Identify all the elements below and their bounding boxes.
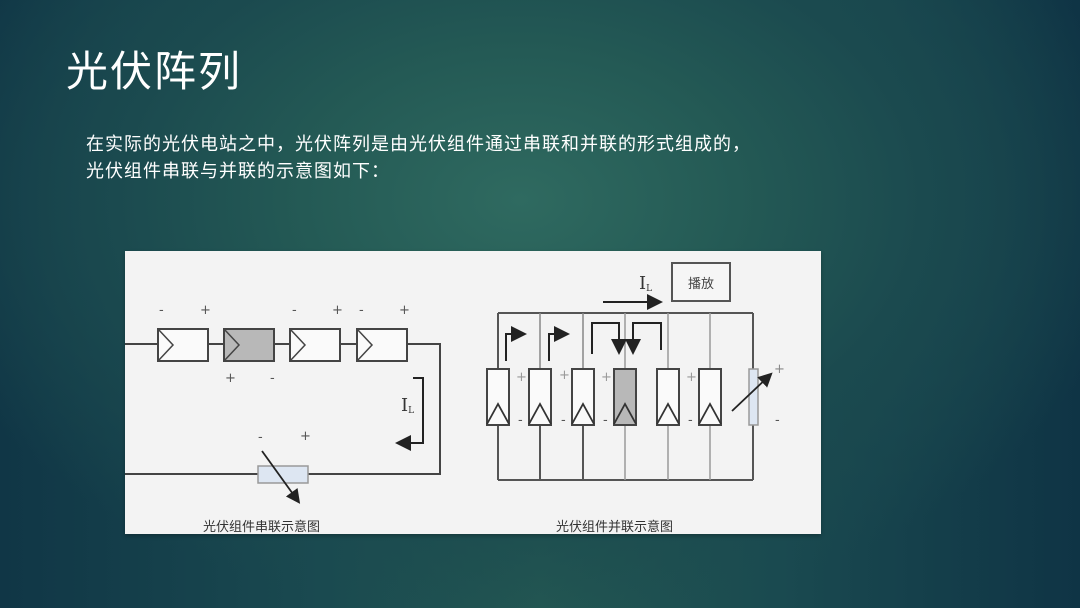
series-caption: 光伏组件串联示意图 xyxy=(203,520,321,535)
parallel-minus-5: - xyxy=(688,413,693,428)
parallel-minus-1: - xyxy=(518,413,523,428)
parallel-circuit xyxy=(486,294,773,481)
paragraph-line-1: 在实际的光伏电站之中，光伏阵列是由光伏组件通过串联和并联的形式组成的， xyxy=(86,134,751,155)
parallel-plus-3: + xyxy=(601,370,612,385)
series-module2-plus: + xyxy=(225,371,236,386)
parallel-minus-3: - xyxy=(603,413,608,428)
series-module3-minus: - xyxy=(292,303,297,318)
parallel-plus-2: + xyxy=(559,368,570,383)
series-circuit xyxy=(125,328,441,504)
series-module4-minus: - xyxy=(359,303,364,318)
paragraph-line-2: 光伏组件串联与并联的示意图如下： xyxy=(86,161,390,182)
series-module1-plus: + xyxy=(200,303,211,318)
parallel-load-minus: - xyxy=(775,413,780,428)
pv-array-diagram: - + + - - + - + - + IL 光伏组件串联示意图 播放 IL +… xyxy=(125,251,821,535)
parallel-plus-5: + xyxy=(686,370,697,385)
parallel-minus-2: - xyxy=(561,413,566,428)
parallel-current-label: IL xyxy=(639,273,653,294)
circuit-diagram-svg xyxy=(125,294,773,504)
parallel-caption: 光伏组件并联示意图 xyxy=(556,520,674,535)
slide-title: 光伏阵列 xyxy=(66,47,243,96)
slide-paragraph: 在实际的光伏电站之中，光伏阵列是由光伏组件通过串联和并联的形式组成的， 光伏组件… xyxy=(86,131,906,185)
series-module1-minus: - xyxy=(159,303,164,318)
series-module4-plus: + xyxy=(399,303,410,318)
series-load-plus: + xyxy=(300,429,311,444)
series-load-minus: - xyxy=(258,430,263,445)
playback-load-box: 播放 xyxy=(671,262,731,302)
parallel-plus-1: + xyxy=(516,370,527,385)
series-current-label: IL xyxy=(401,395,415,416)
series-module2-minus: - xyxy=(270,371,275,386)
series-module3-plus: + xyxy=(332,303,343,318)
parallel-load-plus: + xyxy=(774,362,785,377)
